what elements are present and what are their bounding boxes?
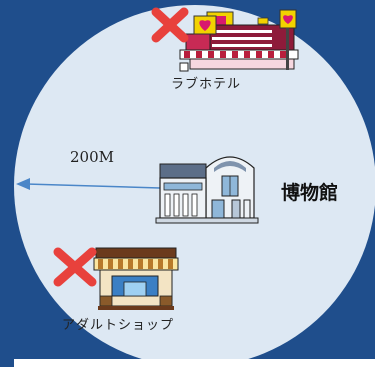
museum-label: 博物館 bbox=[281, 182, 339, 204]
distance-label: 200M bbox=[70, 148, 114, 166]
bottom-border bbox=[14, 359, 375, 367]
adult-shop-storefront-icon bbox=[93, 247, 179, 310]
love-hotel-label: ラブホテル bbox=[171, 77, 242, 92]
radius-arrow-icon bbox=[16, 178, 161, 190]
shop-prohibited-mark-icon bbox=[53, 247, 97, 287]
museum-building-icon bbox=[155, 156, 259, 224]
hotel-prohibited-mark-icon bbox=[151, 7, 189, 43]
left-frame-border bbox=[0, 0, 12, 367]
love-hotel-building-icon bbox=[179, 9, 299, 72]
adult-shop-label: アダルトショップ bbox=[62, 318, 175, 333]
